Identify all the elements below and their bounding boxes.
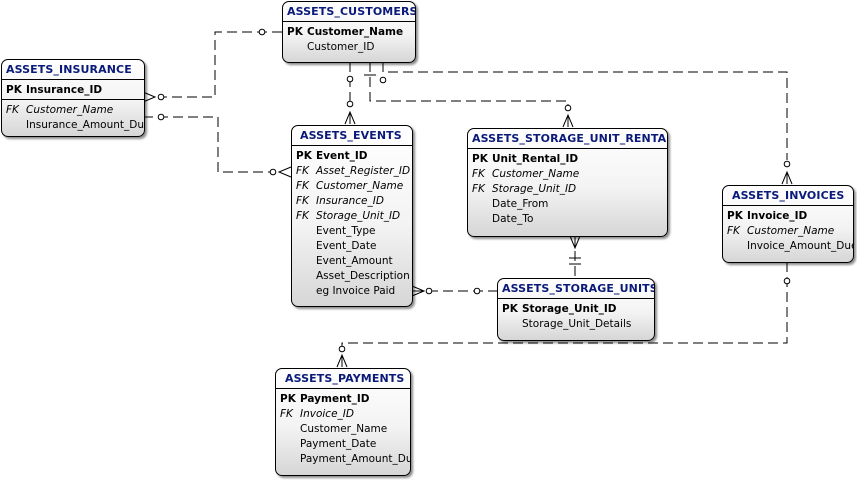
rel-insurance-events [143, 116, 272, 173]
attribute-row: Event_Type [316, 225, 376, 237]
entity-title: ASSETS_EVENTS [300, 129, 402, 142]
rel-customers-rental [369, 62, 569, 107]
attribute-row: Storage_Unit_Details [522, 318, 632, 330]
attribute-row: Insurance_Amount_Due [26, 119, 145, 131]
attribute-row: Date_From [492, 198, 549, 210]
attribute-row: Asset_Description [316, 270, 410, 282]
entity-title: ASSETS_STORAGE_UNITS [502, 282, 655, 295]
attribute-row: Payment_Date [300, 438, 377, 450]
attribute-row: Invoice_Amount_Due [747, 240, 854, 252]
attribute-row: Payment_Amount_Due [300, 453, 411, 465]
attribute-row: Customer_ID [307, 41, 375, 53]
entity-title: ASSETS_INSURANCE [6, 63, 132, 76]
entity-title: ASSETS_PAYMENTS [285, 372, 405, 385]
rel-customers-invoices [382, 62, 788, 160]
attribute-row: Event_Amount [316, 255, 393, 267]
rel-invoices-payments [341, 262, 788, 367]
attribute-row: eg Invoice Paid [316, 285, 396, 297]
attribute-row: Customer_Name [300, 423, 388, 435]
attribute-row: Date_To [492, 213, 534, 225]
entity-title: ASSETS_INVOICES [732, 189, 845, 202]
entity-title: ASSETS_STORAGE_UNIT_RENTAL [472, 132, 668, 145]
attribute-row: Event_Date [316, 240, 377, 252]
entity-title: ASSETS_CUSTOMERS [287, 5, 416, 18]
rel-customers-insurance [163, 31, 282, 98]
